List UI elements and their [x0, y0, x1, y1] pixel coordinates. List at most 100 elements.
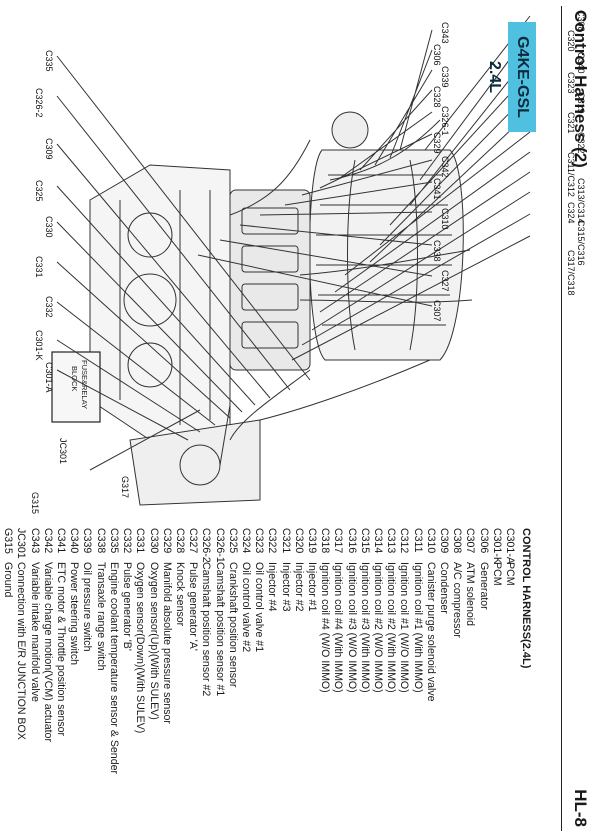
legend-code: C315 — [358, 528, 371, 554]
callout-c331: C331 — [34, 256, 44, 278]
callout-c319: C319 — [576, 92, 586, 114]
callout-c310: C310 — [440, 208, 450, 230]
callout-c323: C323 — [566, 72, 576, 94]
legend-description: Oil control valve #1 — [253, 562, 266, 653]
legend-description: Manifold absolute pressure sensor — [160, 562, 173, 724]
callout-g317: G317 — [120, 476, 130, 499]
callout-c328: C328 — [432, 86, 442, 108]
legend-code: C326-2 — [200, 528, 213, 563]
legend-code: C327 — [187, 528, 200, 554]
legend-description: Ignition coil #3 (W/O IMMO) — [345, 562, 358, 693]
callout-c311-c312: C311/C312 — [566, 152, 576, 197]
legend-code: C332 — [121, 528, 134, 554]
legend-description: Ignition coil #3 (With IMMO) — [358, 562, 371, 693]
callout-c341: C341 — [432, 178, 442, 200]
legend-code: C313 — [385, 528, 398, 554]
legend-description: Oxygen sensor(Up)(With SULEV) — [147, 562, 160, 720]
legend-title: CONTROL HARNESS(2.4L) — [520, 528, 532, 669]
callout-c320: C320 — [566, 30, 576, 52]
legend-description: Ignition coil #1 (W/O IMMO) — [398, 562, 411, 693]
page-number: HL-8 — [571, 789, 590, 827]
legend-description: Ignition coil #2 (W/O IMMO) — [371, 562, 384, 693]
legend-code: C309 — [437, 528, 450, 554]
legend-code: C339 — [81, 528, 94, 554]
legend-description: Injector #2 — [292, 562, 305, 612]
legend-code: C341 — [55, 528, 68, 554]
legend-description: Knock sensor — [173, 562, 186, 627]
legend-code: C318 — [319, 528, 332, 554]
callout-c335: C335 — [44, 50, 54, 72]
legend-description: Ground — [0, 562, 1, 828]
legend-code: C329 — [160, 528, 173, 554]
callout-c317-c318: C317/C318 — [566, 250, 576, 296]
callout-c329: C329 — [432, 132, 442, 154]
callout-c313-c314: C313/C314 — [576, 178, 586, 224]
callout-c340: C340 — [576, 52, 586, 74]
legend-code: C307 — [464, 528, 477, 554]
legend-description: Camshaft position sensor #1 — [213, 562, 226, 697]
legend-code: C308 — [451, 528, 464, 554]
legend-description: Oil pressure switch — [81, 562, 94, 652]
callout-c326-2: C326-2 — [34, 88, 44, 118]
callout-c324: C324 — [566, 202, 576, 224]
legend-description: PCM — [490, 562, 503, 586]
legend-description: Camshaft position sensor #2 — [200, 562, 213, 697]
legend-code: C310 — [424, 528, 437, 554]
legend-description: Pulse generator 'A' — [187, 562, 200, 651]
legend-code: C335 — [107, 528, 120, 554]
legend-description: Pulse generator 'B' — [121, 562, 134, 651]
callout-c325: C325 — [34, 180, 44, 202]
legend-code: C321 — [279, 528, 292, 554]
legend-code: C343 — [28, 528, 41, 554]
legend-description: Variable intake manifold valve — [28, 562, 41, 702]
legend-code: C324 — [239, 528, 252, 554]
callout-c315-c316: C315/C316 — [576, 220, 586, 266]
callout-c327: C327 — [440, 270, 450, 292]
legend-code: C322 — [266, 528, 279, 554]
callout-jc301: JC301 — [58, 438, 68, 465]
legend-code: C301-K — [490, 528, 503, 564]
legend-code: C328 — [173, 528, 186, 554]
legend-code: C325 — [226, 528, 239, 554]
legend-description: Generator — [477, 562, 490, 610]
engine-drawing: FUSE&RELAY BLOCK — [51, 15, 531, 506]
legend-code: C301-A — [504, 528, 516, 564]
legend-description: Variable charge motion(VCM) actuator — [41, 562, 54, 742]
legend-description: Ignition coil #4 (W/O IMMO) — [319, 562, 332, 693]
legend-description: Ignition coil #1 (With IMMO) — [411, 562, 424, 693]
legend-code: C314 — [371, 528, 384, 554]
callout-c306: C306 — [432, 44, 442, 66]
legend-description: Oxygen sensor(Down)(With SULEV) — [134, 562, 147, 734]
callout-c321: C321 — [566, 112, 576, 134]
engine-label-badge: G4KE-GSL 2.4L — [486, 22, 536, 132]
legend-code: C323 — [253, 528, 266, 554]
legend-description: Power steering switch — [68, 562, 81, 666]
